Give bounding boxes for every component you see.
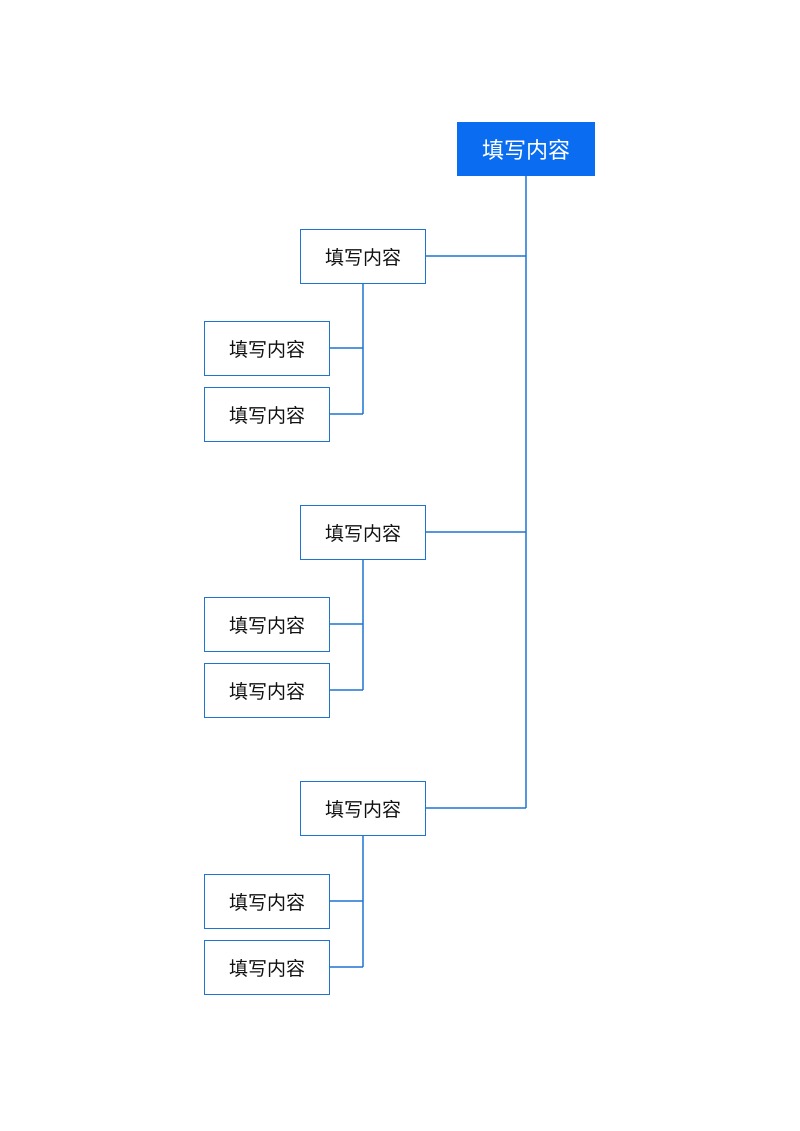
leaf-node-1-1: 填写内容	[204, 321, 330, 376]
leaf-node-2-2: 填写内容	[204, 663, 330, 718]
branch-node-label: 填写内容	[324, 523, 401, 545]
leaf-node-3-2: 填写内容	[204, 940, 330, 995]
leaf-node-label: 填写内容	[228, 892, 305, 914]
branch-node-label: 填写内容	[324, 247, 401, 269]
leaf-node-label: 填写内容	[228, 615, 305, 637]
leaf-node-3-1: 填写内容	[204, 874, 330, 929]
branch-node-2: 填写内容	[300, 505, 426, 560]
root-node-label: 填写内容	[481, 139, 570, 164]
branch-node-1: 填写内容	[300, 229, 426, 284]
leaf-node-1-2: 填写内容	[204, 387, 330, 442]
leaf-node-label: 填写内容	[228, 681, 305, 703]
leaf-node-label: 填写内容	[228, 405, 305, 427]
branch-node-3: 填写内容	[300, 781, 426, 836]
leaf-node-2-1: 填写内容	[204, 597, 330, 652]
root-node: 填写内容	[457, 122, 595, 176]
leaf-node-label: 填写内容	[228, 958, 305, 980]
leaf-node-label: 填写内容	[228, 339, 305, 361]
branch-node-label: 填写内容	[324, 799, 401, 821]
